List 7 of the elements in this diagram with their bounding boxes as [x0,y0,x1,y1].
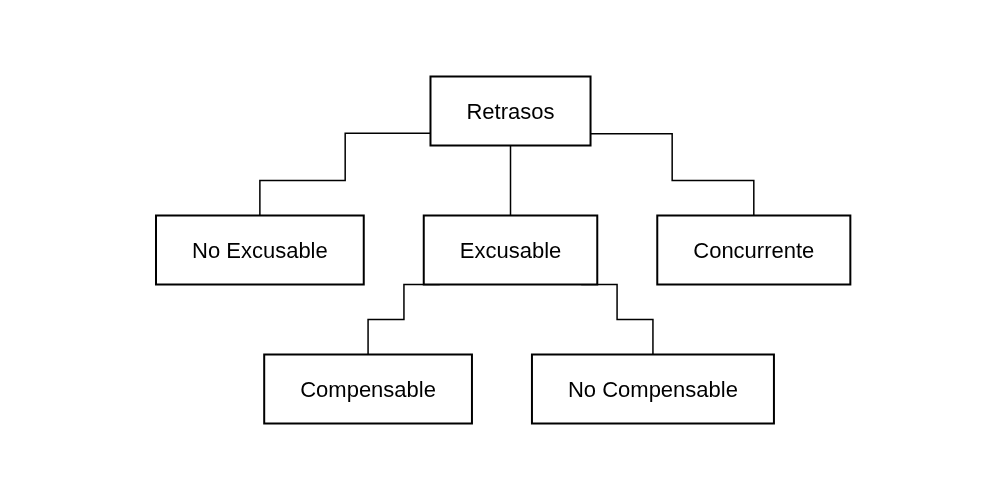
node-box: Retrasos [429,75,592,147]
node-box: Concurrente [656,214,852,286]
connector [509,144,512,217]
node-box: Excusable [422,214,599,286]
node-box: Compensable [263,353,473,425]
node-box: No Compensable [530,353,775,425]
node-box: No Excusable [154,214,365,286]
